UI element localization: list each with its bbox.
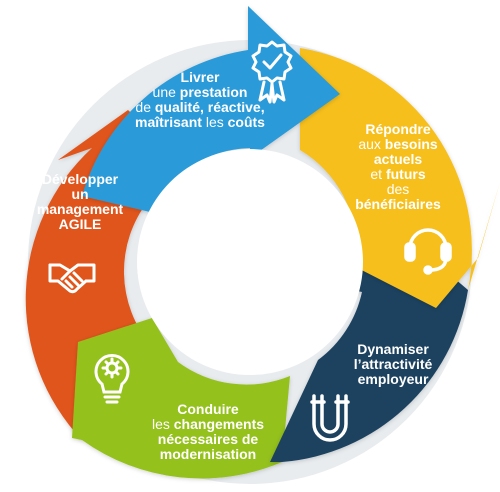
repondre-line: aux besoins: [336, 137, 460, 152]
repondre-line: et futurs: [336, 167, 460, 182]
repondre-text-run: bénéficiaires: [355, 196, 441, 212]
repondre-line: bénéficiaires: [336, 197, 460, 212]
dynamiser-line: Dynamiser: [338, 342, 448, 357]
repondre-line: des: [336, 182, 460, 197]
livrer-text-run: les: [205, 114, 228, 130]
conduire-line: nécessaires de: [118, 432, 298, 447]
developper-line: un: [20, 187, 140, 202]
dynamiser-text-run: l’attractivité: [353, 356, 433, 372]
magnet-icon: [310, 394, 350, 442]
conduire-text-run: changements: [173, 416, 265, 432]
livrer-text-run: Livrer: [180, 69, 220, 85]
livrer-text-run: qualité, réactive,: [154, 99, 265, 115]
segment-repondre: [300, 48, 500, 308]
developper-line: AGILE: [20, 217, 140, 232]
livrer-line: une prestation: [100, 85, 300, 100]
conduire-line: modernisation: [118, 447, 298, 462]
repondre-text-run: Répondre: [365, 121, 431, 137]
developper-text-run: AGILE: [58, 216, 102, 232]
repondre-text-run: aux: [358, 136, 385, 152]
repondre-text-run: des: [386, 181, 410, 197]
repondre-text-run: besoins: [384, 136, 438, 152]
conduire-text-run: Conduire: [177, 401, 239, 417]
developper-text-run: Développer: [41, 171, 119, 187]
developper-text-run: management: [36, 201, 124, 217]
segment-livrer: [82, 6, 340, 212]
developper-text-run: un: [71, 186, 89, 202]
livrer-line: maîtrisant les coûts: [100, 115, 300, 130]
livrer-text-run: prestation: [179, 84, 248, 100]
repondre-text-run: actuels: [373, 151, 423, 167]
conduire-text-run: modernisation: [159, 446, 257, 462]
repondre-text-run: et: [370, 166, 386, 182]
livrer-line: Livrer: [100, 70, 300, 85]
conduire-text-run: nécessaires de: [157, 431, 259, 447]
repondre-line: actuels: [336, 152, 460, 167]
developper-line: management: [20, 202, 140, 217]
livrer-text-run: maîtrisant: [135, 114, 206, 130]
segment-developper: [25, 110, 200, 440]
conduire-line: Conduire: [118, 402, 298, 417]
livrer-line: de qualité, réactive,: [100, 100, 300, 115]
headset-icon: [404, 228, 452, 275]
handshake-icon: [48, 263, 96, 294]
center-disc: [137, 149, 363, 375]
lightbulb-gear-icon: [94, 354, 130, 404]
livrer-text-run: coûts: [227, 114, 265, 130]
developper-line: Développer: [20, 172, 140, 187]
conduire-text-run: les: [151, 416, 174, 432]
livrer-text-run: de: [135, 99, 155, 115]
segment-conduire: [72, 318, 290, 479]
repondre-line: Répondre: [336, 122, 460, 137]
dynamiser-line: l’attractivité: [338, 357, 448, 372]
livrer-text-run: une: [152, 84, 180, 100]
dynamiser-text-run: Dynamiser: [357, 341, 429, 357]
dynamiser-line: employeur: [338, 372, 448, 387]
repondre-text-run: futurs: [385, 166, 426, 182]
dynamiser-text-run: employeur: [357, 371, 429, 387]
quality-ribbon-icon: [251, 40, 293, 104]
conduire-line: les changements: [118, 417, 298, 432]
